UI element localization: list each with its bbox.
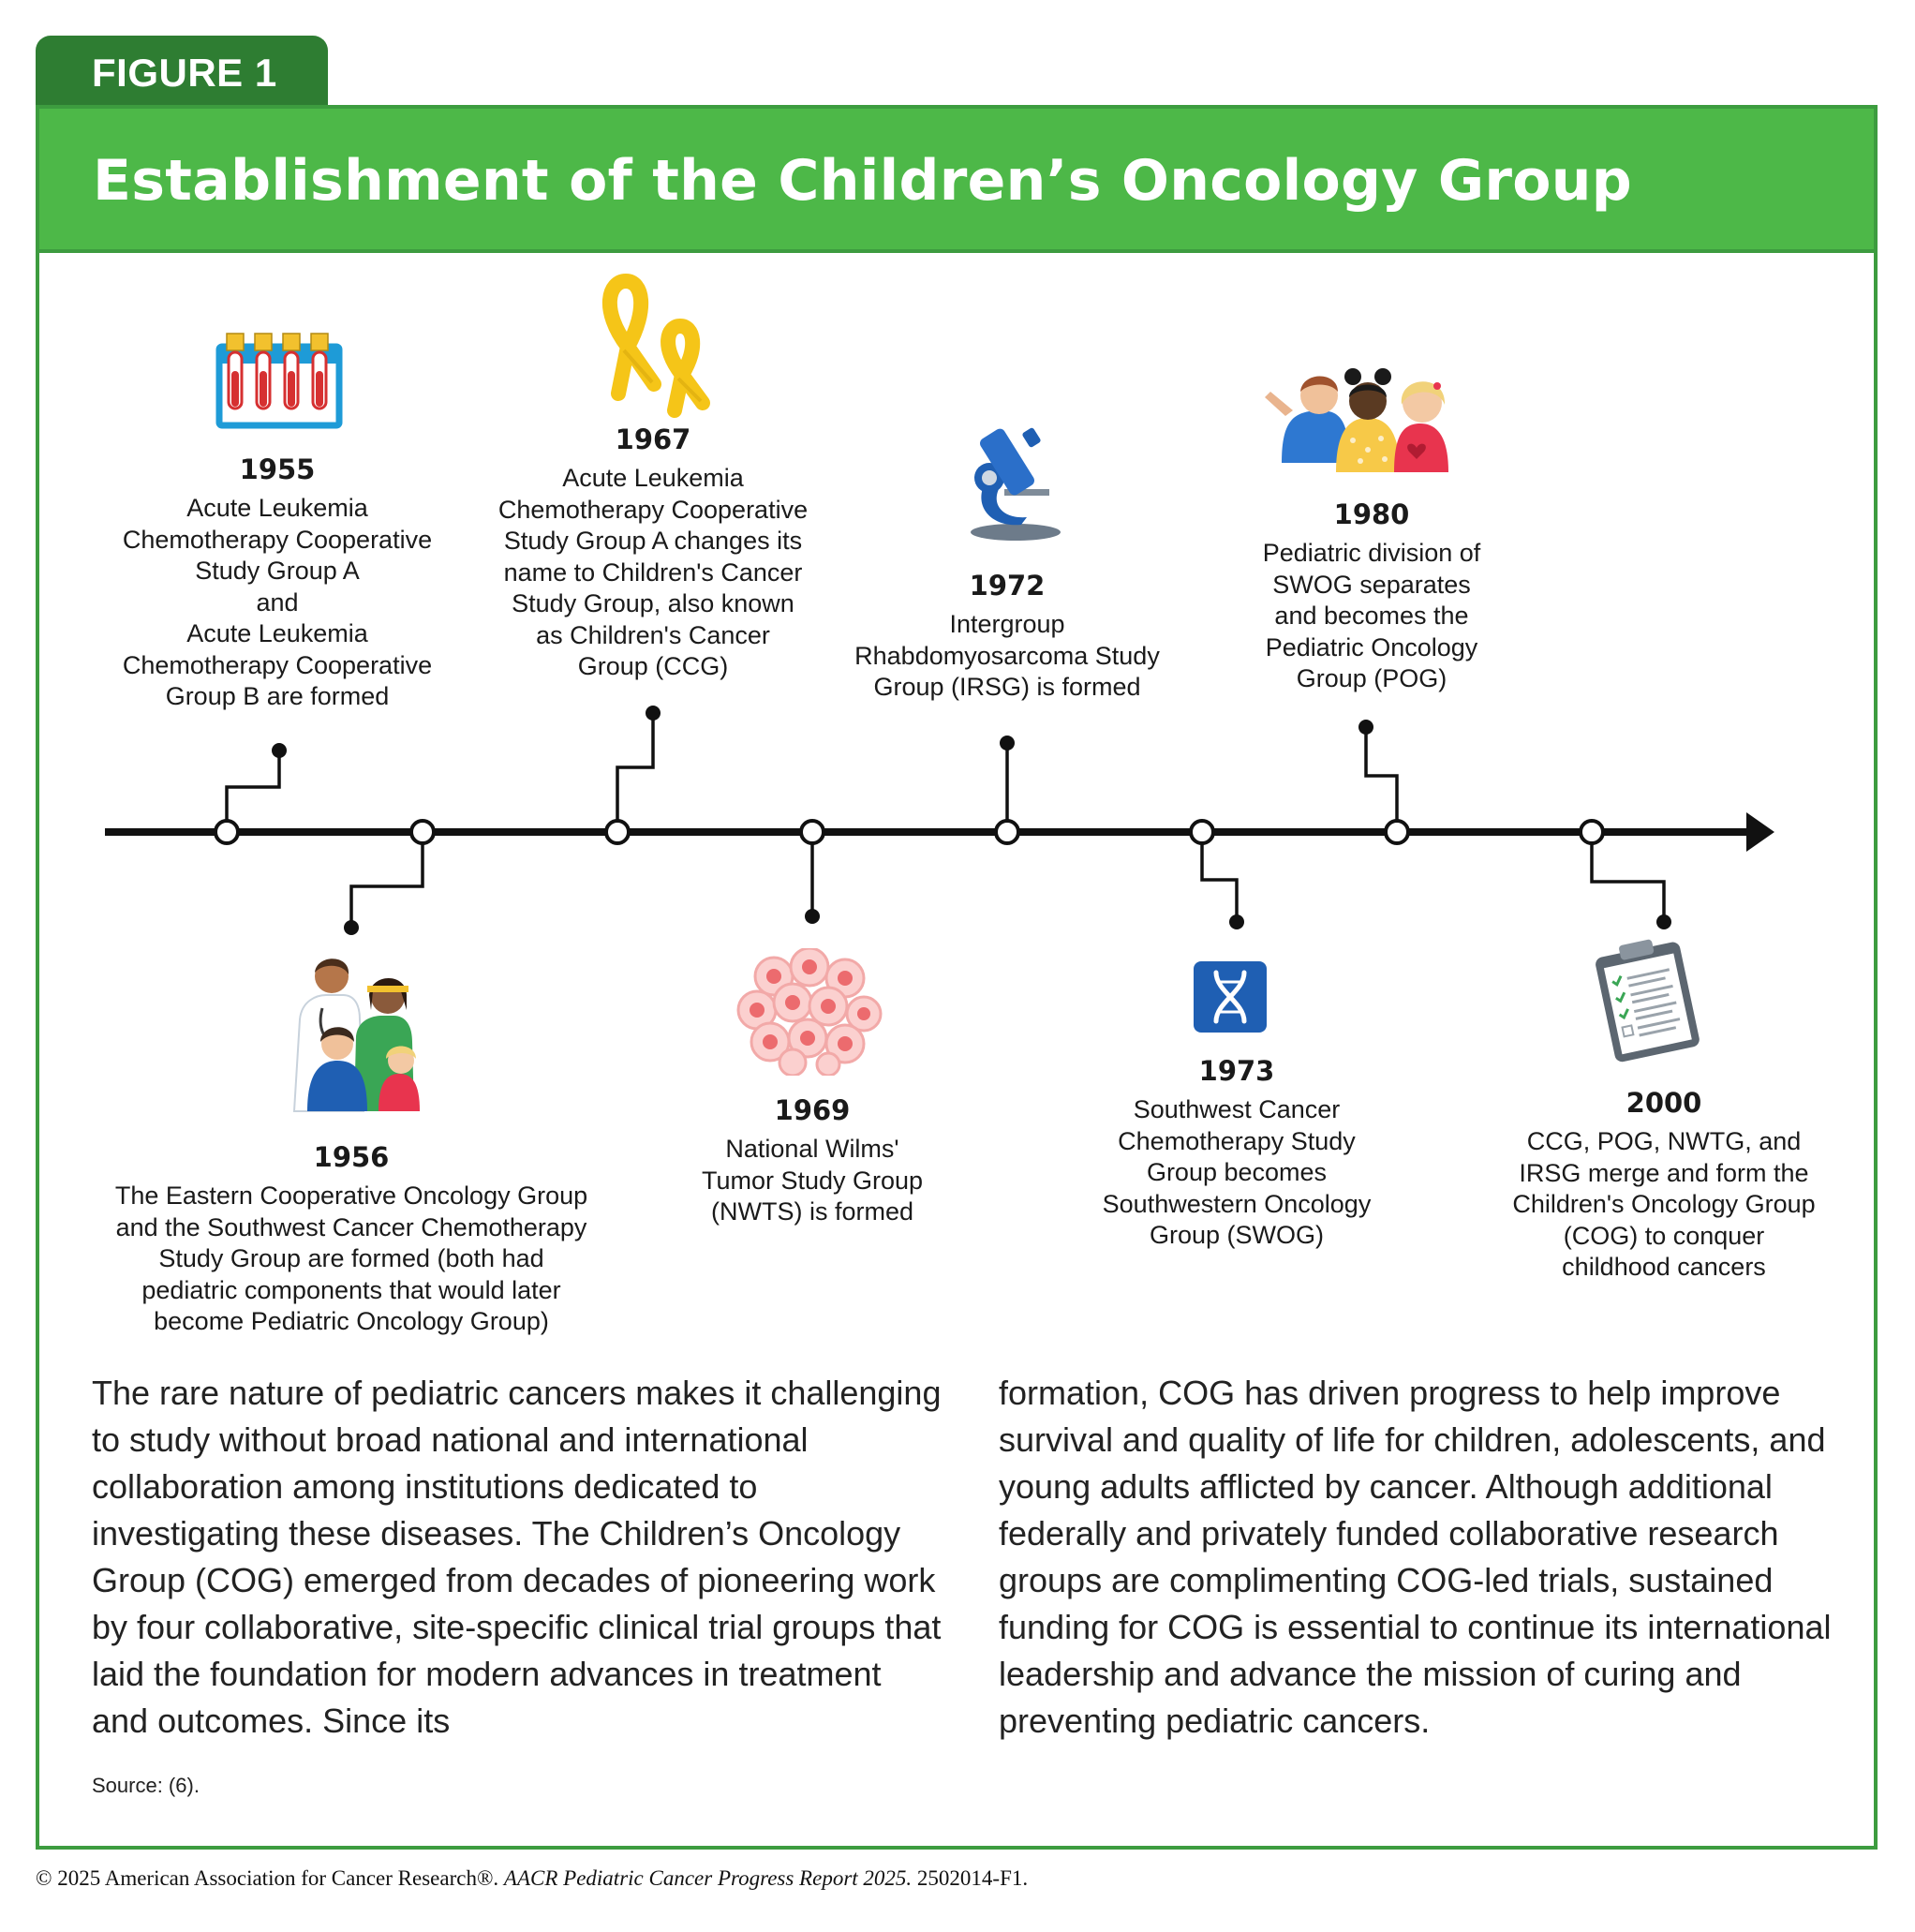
event-1973: 1973 Southwest Cancer Chemotherapy Study… bbox=[1077, 1055, 1396, 1252]
node-1967 bbox=[604, 819, 631, 845]
connector-1967 bbox=[616, 713, 655, 832]
event-description: The Eastern Cooperative Oncology Group a… bbox=[114, 1181, 588, 1335]
node-1956 bbox=[409, 819, 436, 845]
event-year: 1980 bbox=[1333, 498, 1410, 530]
event-year: 1972 bbox=[969, 570, 1046, 602]
node-2000 bbox=[1579, 819, 1605, 845]
body-text-right: formation, COG has driven progress to he… bbox=[999, 1374, 1832, 1740]
event-year: 2000 bbox=[1626, 1087, 1702, 1119]
dot-1973 bbox=[1229, 914, 1244, 929]
cell-cluster-icon bbox=[736, 948, 883, 1076]
connector-1980 bbox=[1364, 727, 1399, 832]
children-icon bbox=[1265, 368, 1448, 472]
figure-title: Establishment of the Children’s Oncology… bbox=[93, 148, 1633, 214]
copyright-footer: © 2025 American Association for Cancer R… bbox=[36, 1866, 1028, 1891]
event-2000: 2000 CCG, POG, NWTG, and IRSG merge and … bbox=[1486, 1087, 1842, 1284]
connector-1973 bbox=[1200, 832, 1239, 922]
event-description: National Wilms' Tumor Study Group (NWTS)… bbox=[701, 1135, 924, 1226]
dot-1956 bbox=[344, 920, 359, 935]
body-text-left: The rare nature of pediatric cancers mak… bbox=[92, 1374, 942, 1740]
connector-1956 bbox=[349, 832, 424, 928]
event-1980: 1980 Pediatric division of SWOG separate… bbox=[1222, 498, 1522, 695]
dna-icon bbox=[1194, 961, 1267, 1033]
node-1973 bbox=[1189, 819, 1215, 845]
test-tubes-icon bbox=[215, 333, 343, 429]
event-1955: 1955 Acute Leukemia Chemotherapy Coopera… bbox=[94, 453, 461, 713]
node-1969 bbox=[799, 819, 825, 845]
connector-2000 bbox=[1590, 832, 1666, 922]
clipboard-checklist-icon bbox=[1596, 939, 1700, 1063]
footer-report-title: AACR Pediatric Cancer Progress Report 20… bbox=[503, 1866, 913, 1890]
dot-1972 bbox=[1000, 736, 1015, 751]
node-1972 bbox=[994, 819, 1020, 845]
event-1969: 1969 National Wilms' Tumor Study Group (… bbox=[656, 1094, 969, 1228]
event-description: Acute Leukemia Chemotherapy Cooperative … bbox=[122, 494, 433, 710]
footer-code: 2502014-F1. bbox=[912, 1866, 1029, 1890]
title-bar: Establishment of the Children’s Oncology… bbox=[39, 109, 1874, 253]
dot-1980 bbox=[1358, 720, 1373, 735]
event-description: Pediatric division of SWOG separates and… bbox=[1262, 539, 1481, 692]
event-1956: 1956 The Eastern Cooperative Oncology Gr… bbox=[94, 1141, 609, 1338]
event-description: Acute Leukemia Chemotherapy Cooperative … bbox=[497, 464, 809, 680]
node-1955 bbox=[214, 819, 240, 845]
event-description: Intergroup Rhabdomyosarcoma Study Group … bbox=[854, 610, 1160, 701]
source-note: Source: (6). bbox=[92, 1774, 200, 1797]
connector-1955 bbox=[225, 751, 281, 832]
dot-1955 bbox=[272, 743, 287, 758]
event-year: 1973 bbox=[1198, 1055, 1275, 1087]
node-1980 bbox=[1384, 819, 1410, 845]
event-year: 1967 bbox=[615, 424, 691, 455]
event-year: 1956 bbox=[313, 1141, 390, 1173]
dot-1969 bbox=[805, 909, 820, 924]
dot-2000 bbox=[1656, 914, 1671, 929]
event-1967: 1967 Acute Leukemia Chemotherapy Coopera… bbox=[474, 424, 832, 683]
connector-end-dots bbox=[272, 706, 1671, 935]
event-description: CCG, POG, NWTG, and IRSG merge and form … bbox=[1512, 1127, 1816, 1281]
timeline-connectors bbox=[225, 713, 1666, 928]
gold-ribbons-icon bbox=[602, 273, 710, 418]
dot-1967 bbox=[646, 706, 661, 721]
microscope-icon bbox=[971, 427, 1061, 541]
figure-label: FIGURE 1 bbox=[36, 36, 328, 107]
event-year: 1969 bbox=[774, 1094, 851, 1126]
event-1972: 1972 Intergroup Rhabdomyosarcoma Study G… bbox=[824, 570, 1190, 704]
event-description: Southwest Cancer Chemotherapy Study Grou… bbox=[1102, 1095, 1372, 1249]
event-year: 1955 bbox=[239, 453, 316, 485]
doctor-and-patients-icon bbox=[292, 959, 420, 1112]
timeline-nodes bbox=[214, 819, 1605, 845]
timeline-arrowhead bbox=[1746, 812, 1774, 852]
footer-copyright: © 2025 American Association for Cancer R… bbox=[36, 1866, 504, 1890]
